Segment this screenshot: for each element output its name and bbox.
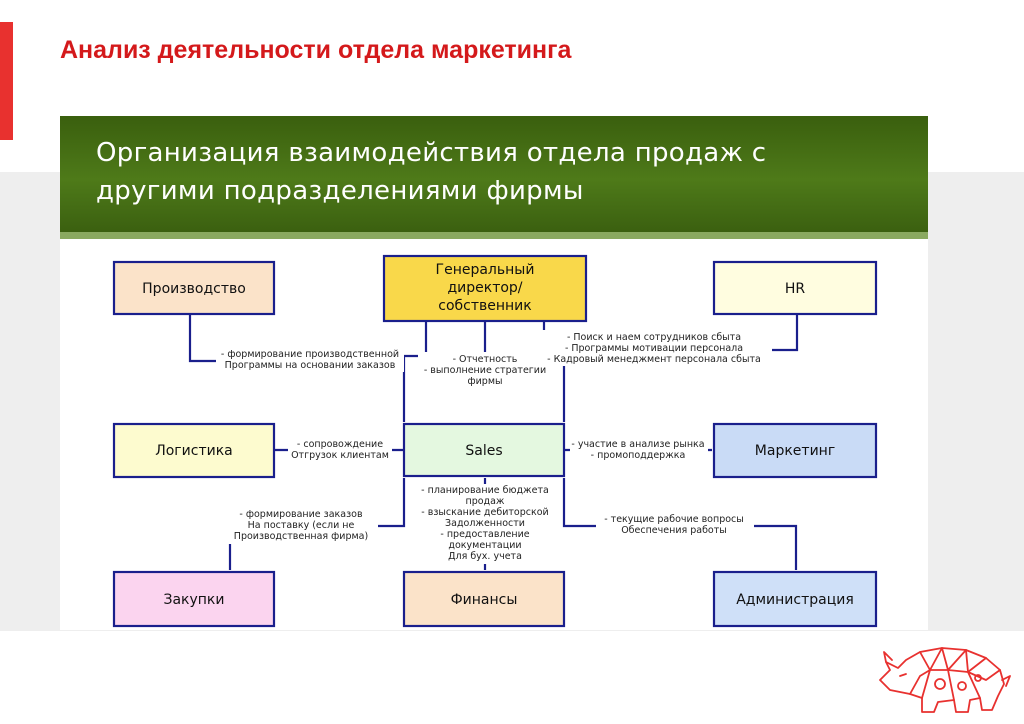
node-marketing-box — [712, 422, 878, 479]
annotation-director-2: - выполнение стратегии — [424, 365, 546, 376]
annotation-finance-4: Задолженности — [445, 518, 525, 529]
node-logistics-label: Логистика — [155, 443, 233, 459]
org-diagram: Производство Генеральный директор/ собст… — [112, 254, 878, 628]
banner-title-line2: другими подразделениями фирмы — [96, 176, 584, 206]
node-logistics: Логистика — [112, 422, 276, 479]
annotation-finance-3: - взыскание дебиторской — [421, 507, 548, 518]
annotation-hr-1: - Поиск и наем сотрудников сбыта — [567, 332, 741, 343]
annotation-finance-2: продаж — [465, 496, 504, 507]
node-production-label: Производство — [142, 281, 246, 297]
node-director-label-line1: Генеральный — [436, 262, 535, 278]
node-administration-label: Администрация — [736, 592, 854, 608]
node-purchasing: Закупки — [112, 570, 276, 628]
node-administration: Администрация — [712, 570, 878, 628]
banner: Организация взаимодействия отдела продаж… — [60, 116, 928, 232]
annotation-finance-1: - планирование бюджета — [421, 485, 549, 496]
annotation-finance-5: - предоставление — [440, 529, 529, 540]
node-production: Производство — [112, 260, 276, 316]
node-hr: HR — [712, 260, 878, 316]
node-director: Генеральный директор/ собственник — [382, 254, 588, 323]
annotation-administration-2: Обеспечения работы — [621, 525, 727, 536]
annotations: - формирование производственной Программ… — [216, 330, 772, 564]
banner-title-line1: Организация взаимодействия отдела продаж… — [96, 138, 767, 168]
node-logistics-box — [112, 422, 276, 479]
node-sales: Sales — [402, 422, 566, 478]
node-marketing: Маркетинг — [712, 422, 878, 479]
annotation-administration-1: - текущие рабочие вопросы — [604, 514, 744, 525]
node-purchasing-label: Закупки — [163, 592, 224, 608]
annotation-purchasing-3: Производственная фирма) — [234, 531, 368, 542]
annotation-production-2: Программы на основании заказов — [225, 360, 396, 371]
node-director-label-line2: директор/ — [447, 280, 522, 296]
node-administration-box — [712, 570, 878, 628]
annotation-marketing-2: - промоподдержка — [591, 450, 686, 461]
annotation-finance-7: Для бух. учета — [448, 551, 522, 562]
annotation-logistics-1: - сопровождение — [297, 439, 383, 450]
annotation-finance-6: документации — [448, 540, 521, 551]
node-hr-label: HR — [785, 281, 806, 297]
annotation-director-1: - Отчетность — [453, 354, 518, 365]
node-finance-box — [402, 570, 566, 628]
node-finance: Финансы — [402, 570, 566, 628]
node-finance-label: Финансы — [451, 592, 518, 608]
rhinoceros-logo-icon — [879, 647, 1011, 713]
node-sales-box — [402, 422, 566, 478]
node-purchasing-box — [112, 570, 276, 628]
slide-title: Анализ деятельности отдела маркетинга — [60, 36, 572, 64]
annotation-purchasing-1: - формирование заказов — [239, 509, 363, 520]
annotation-marketing-1: - участие в анализе рынка — [571, 439, 704, 450]
connector-director-left — [402, 321, 428, 422]
banner-title: Организация взаимодействия отдела продаж… — [96, 134, 896, 210]
node-hr-box — [712, 260, 878, 316]
annotation-director-3: фирмы — [468, 376, 503, 387]
annotation-logistics-2: Отгрузок клиентам — [291, 450, 389, 461]
node-sales-label: Sales — [465, 443, 502, 459]
banner-stripe — [60, 232, 928, 239]
annotation-hr-3: - Кадровый менеджмент персонала сбыта — [547, 354, 761, 365]
node-director-box — [382, 254, 588, 323]
annotation-production-1: - формирование производственной — [221, 349, 399, 360]
node-director-label-line3: собственник — [438, 298, 531, 314]
annotation-hr-2: - Программы мотивации персонала — [565, 343, 743, 354]
node-marketing-label: Маркетинг — [755, 443, 835, 459]
accent-bar — [0, 22, 13, 140]
annotation-purchasing-2: На поставку (если не — [248, 520, 355, 531]
node-production-box — [112, 260, 276, 316]
